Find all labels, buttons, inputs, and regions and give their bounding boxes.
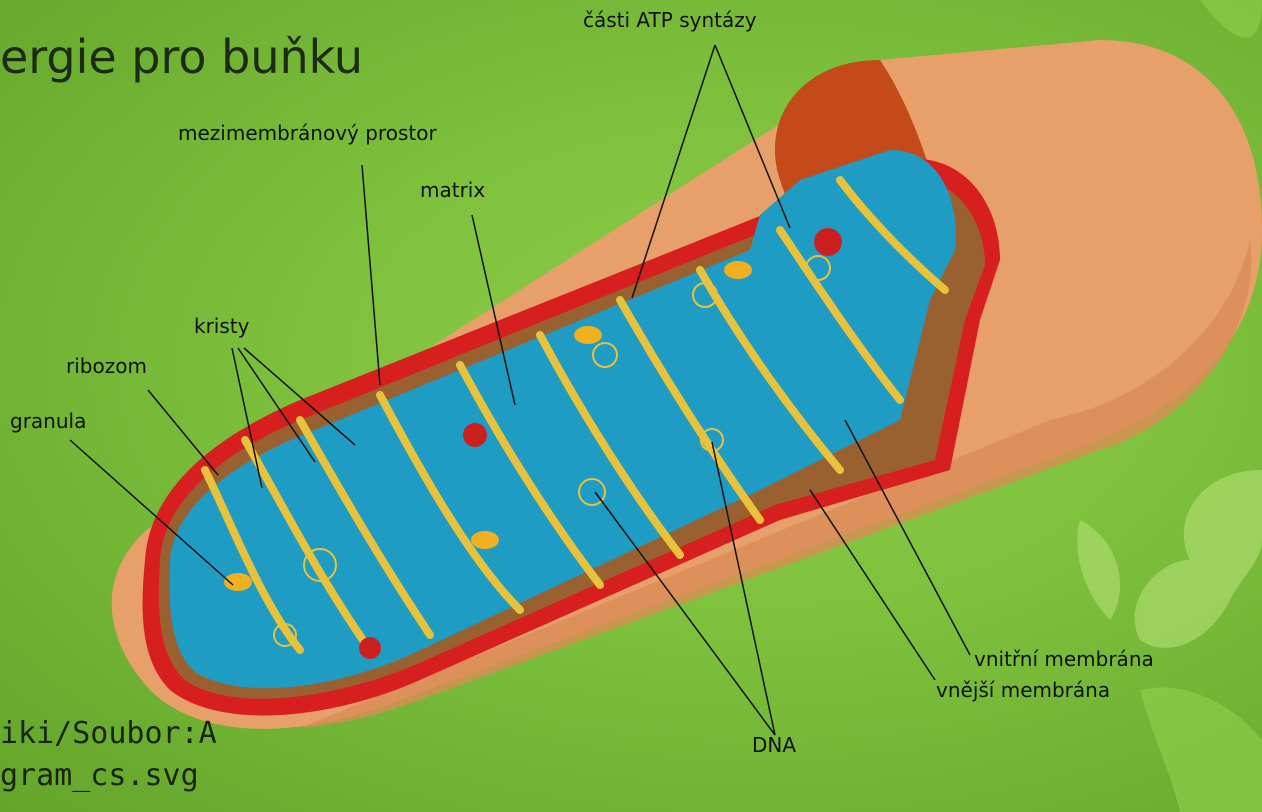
label-inner-membrane: vnitřní membrána [974,647,1154,671]
source-link-line1[interactable]: iki/Soubor:A [0,716,217,751]
source-link-line2[interactable]: gram_cs.svg [0,758,199,793]
label-matrix: matrix [420,178,485,202]
granule-red [814,228,842,256]
label-ribosome: ribozom [66,354,147,378]
granule-red [463,423,487,447]
label-granule: granula [10,409,86,433]
leader-line [362,165,380,385]
label-cristae: kristy [194,314,250,338]
granule [724,261,752,279]
label-dna: DNA [752,733,796,757]
label-atp-synthase: části ATP syntázy [583,8,757,32]
label-outer-membrane: vnější membrána [936,678,1110,702]
leader-line [148,390,218,475]
granule [574,326,602,344]
granule [224,573,252,591]
label-intermembrane-space: mezimembránový prostor [178,121,437,145]
granule [471,531,499,549]
granule-red [359,637,381,659]
